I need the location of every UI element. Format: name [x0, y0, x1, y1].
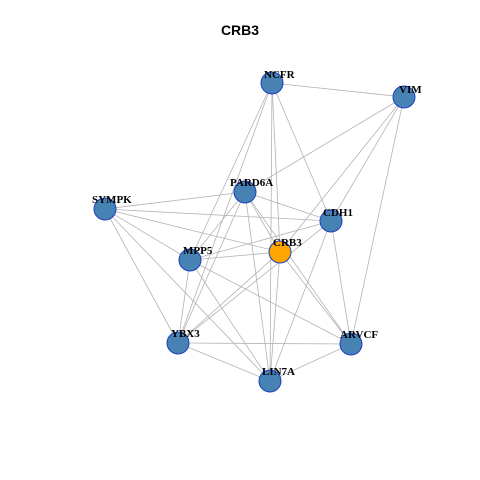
- edge-sympk-lin7a: [104, 208, 271, 382]
- edge-pard6a-crb3: [244, 191, 281, 253]
- node-label-cdh1: CDH1: [323, 207, 353, 219]
- edge-vim-cdh1: [330, 96, 405, 222]
- edges-layer: [104, 82, 405, 382]
- edge-cdh1-ybx3: [177, 220, 332, 344]
- node-crb3: [268, 240, 292, 264]
- edge-mpp5-ybx3: [177, 259, 191, 344]
- edge-arvcf-lin7a: [269, 343, 352, 382]
- edge-cdh1-arvcf: [330, 220, 352, 345]
- edge-pard6a-mpp5: [189, 191, 246, 261]
- node-lin7a: [258, 369, 282, 393]
- node-arvcf: [339, 332, 363, 356]
- nodes-layer: [93, 71, 416, 393]
- diagram-title: CRB3: [220, 22, 260, 38]
- edge-sympk-ybx3: [104, 208, 179, 344]
- edge-crb3-lin7a: [269, 251, 281, 382]
- edge-ncfr-vim: [271, 82, 405, 98]
- node-label-arvcf: ARVCF: [340, 329, 378, 341]
- edge-sympk-crb3: [104, 208, 281, 253]
- node-label-vim: VIM: [399, 84, 422, 96]
- edge-ncfr-lin7a: [269, 82, 273, 382]
- node-label-crb3: CRB3: [273, 237, 302, 249]
- edge-ybx3-lin7a: [177, 342, 271, 382]
- node-pard6a: [233, 180, 257, 204]
- node-label-ncfr: NCFR: [264, 69, 296, 81]
- node-label-sympk: SYMPK: [92, 194, 132, 206]
- edge-vim-pard6a: [244, 96, 405, 193]
- node-ybx3: [166, 331, 190, 355]
- node-label-pard6a: PARD6A: [230, 177, 273, 189]
- edge-sympk-mpp5: [104, 208, 191, 261]
- edge-mpp5-arvcf: [189, 259, 352, 345]
- edge-ybx3-arvcf: [177, 342, 352, 345]
- edge-mpp5-lin7a: [189, 259, 271, 382]
- node-vim: [392, 85, 416, 109]
- node-cdh1: [319, 209, 343, 233]
- edge-crb3-ybx3: [177, 251, 281, 344]
- edge-crb3-mpp5: [189, 251, 281, 261]
- edge-sympk-cdh1: [104, 208, 332, 222]
- edge-vim-arvcf: [350, 96, 405, 345]
- node-label-mpp5: MPP5: [183, 245, 213, 257]
- edge-pard6a-lin7a: [244, 191, 271, 382]
- node-label-ybx3: YBX3: [171, 328, 200, 340]
- edge-cdh1-mpp5: [189, 220, 332, 261]
- edge-crb3-arvcf: [279, 251, 352, 345]
- node-sympk: [93, 197, 117, 221]
- node-label-lin7a: LIN7A: [262, 366, 295, 378]
- node-ncfr: [260, 71, 284, 95]
- edge-ncfr-mpp5: [189, 82, 273, 261]
- edge-pard6a-cdh1: [244, 191, 332, 222]
- edge-cdh1-lin7a: [269, 220, 332, 382]
- edge-vim-crb3: [279, 96, 405, 253]
- node-mpp5: [178, 248, 202, 272]
- edge-ncfr-ybx3: [177, 82, 273, 344]
- edge-pard6a-ybx3: [177, 191, 246, 344]
- edge-pard6a-sympk: [104, 191, 246, 210]
- edge-ncfr-cdh1: [271, 82, 332, 222]
- edge-ncfr-crb3: [271, 82, 281, 253]
